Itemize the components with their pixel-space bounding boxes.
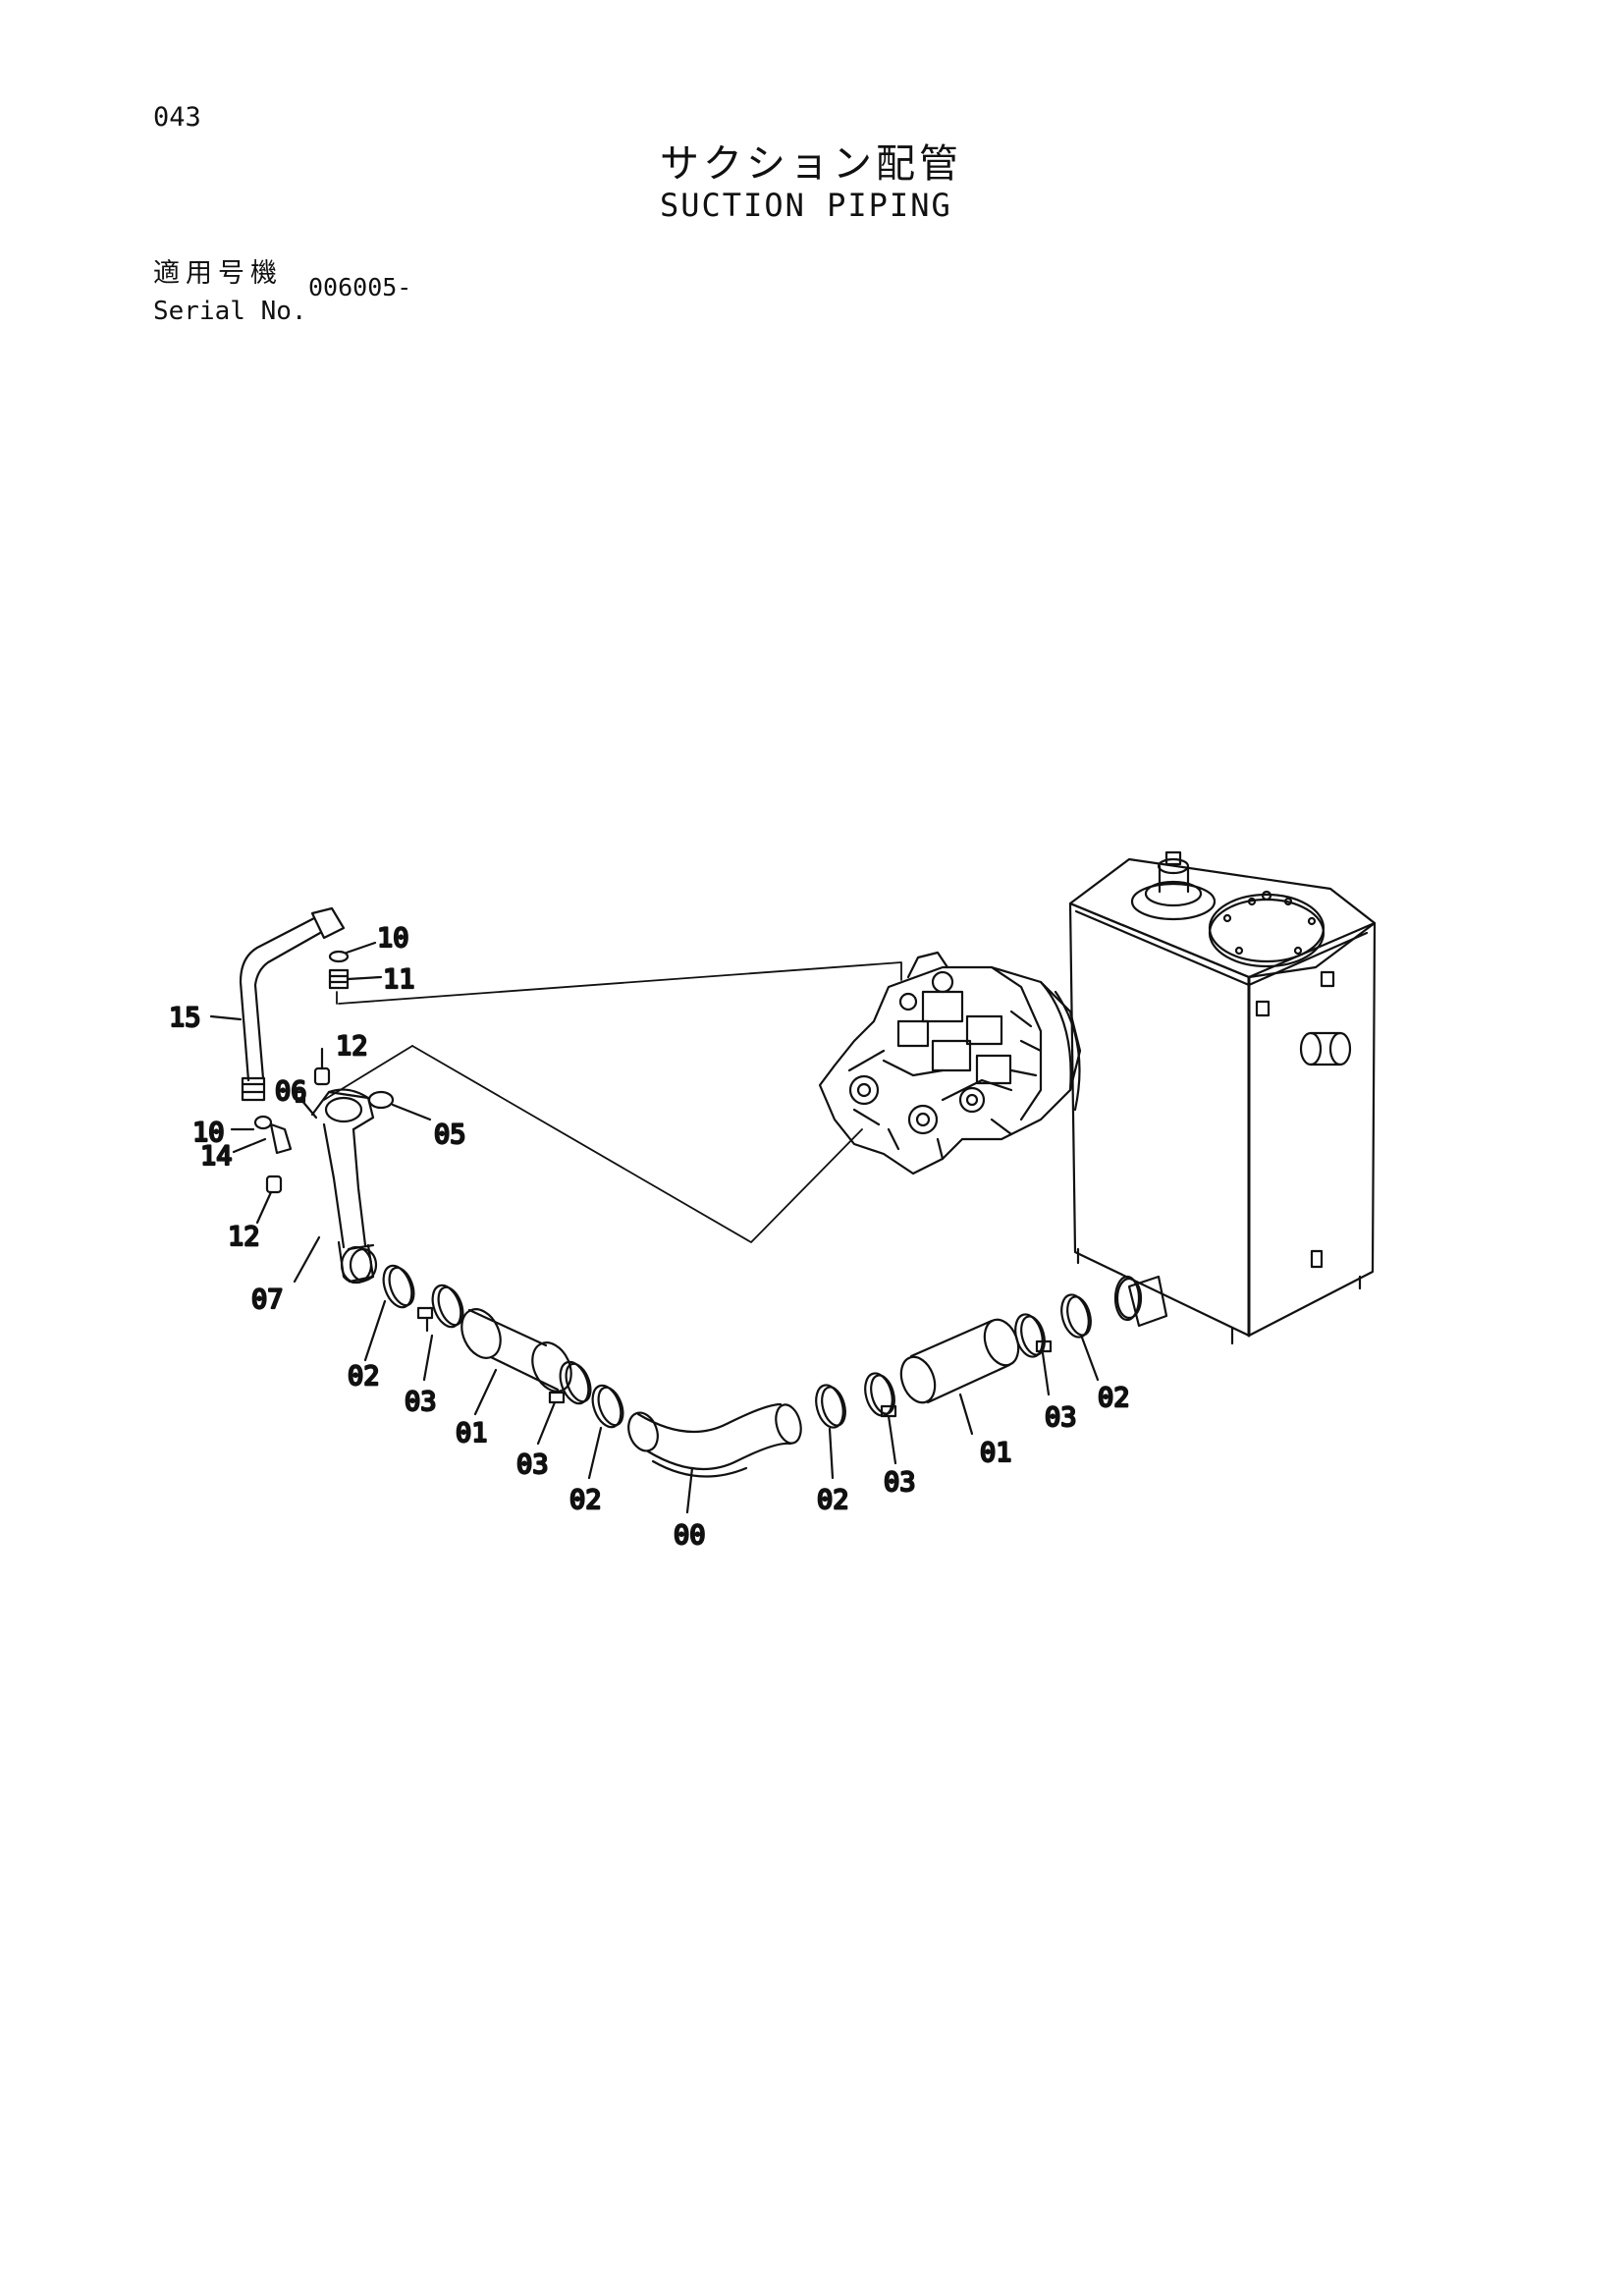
serial-label-english: Serial No. [153, 297, 307, 326]
callout-labels: 10 11 15 12 06 10 14 05 12 07 02 03 01 0… [168, 922, 1131, 1552]
serial-number-value: 006005- [308, 273, 412, 301]
callout-12-lower: 12 [228, 1222, 260, 1252]
elbow-hose-00 [627, 1402, 802, 1514]
callout-10-upper: 10 [377, 923, 409, 954]
callout-12-upper: 12 [336, 1031, 368, 1062]
left-hose-clamps [363, 1264, 624, 1480]
callout-02-a: 02 [348, 1361, 380, 1392]
callout-07: 07 [251, 1285, 284, 1315]
page-title-japanese: サクション配管 [660, 141, 962, 187]
callout-01-b: 01 [980, 1438, 1012, 1468]
callout-03-c: 03 [884, 1467, 916, 1498]
callout-06: 06 [275, 1076, 307, 1107]
callout-05: 05 [434, 1120, 466, 1150]
hose-15 [209, 906, 383, 1102]
callout-03-a: 03 [405, 1387, 437, 1417]
callout-00: 00 [674, 1520, 706, 1551]
right-hose-clamps [815, 1275, 1141, 1480]
callout-14: 14 [200, 1141, 233, 1172]
serial-label-japanese: 適用号機 [153, 258, 283, 289]
callout-03-b: 03 [516, 1449, 549, 1480]
callout-02-c: 02 [817, 1485, 849, 1515]
callout-01-a: 01 [456, 1418, 488, 1449]
page-title-english: SUCTION PIPING [660, 187, 952, 224]
callout-11: 11 [383, 964, 415, 995]
callout-02-b: 02 [569, 1485, 602, 1515]
hydraulic-tank [1068, 850, 1377, 1345]
hydraulic-pump [323, 951, 1082, 1243]
suction-elbow-07 [230, 1047, 432, 1285]
callout-10-lower: 10 [192, 1118, 225, 1148]
callout-15: 15 [169, 1003, 201, 1033]
callout-02-d: 02 [1098, 1383, 1130, 1413]
callout-03-d: 03 [1045, 1402, 1077, 1433]
page-number: 043 [153, 102, 201, 133]
